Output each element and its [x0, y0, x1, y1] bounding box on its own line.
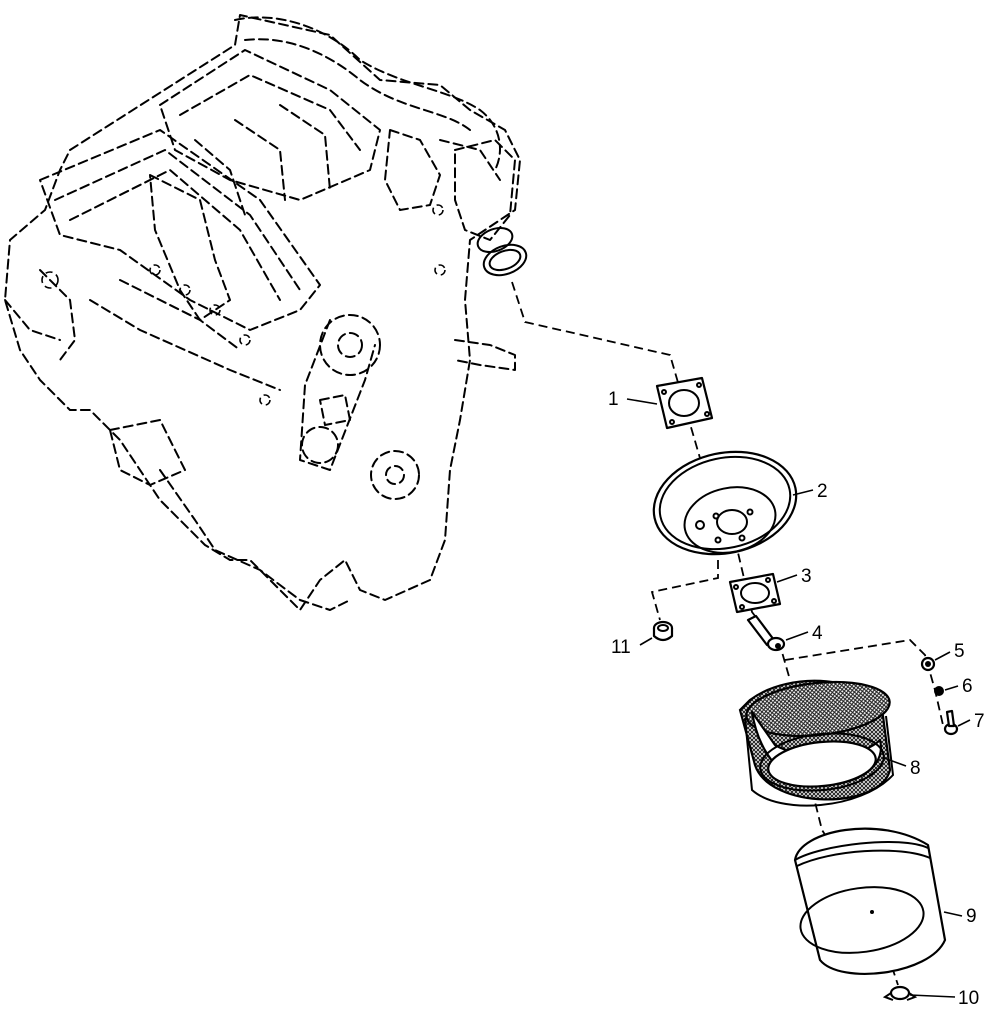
part-filter-element — [738, 679, 895, 807]
part-washer — [934, 686, 944, 696]
callout-1: 1 — [608, 389, 619, 410]
part-filter-cover — [793, 827, 947, 975]
part-nut — [920, 656, 936, 672]
part-drain-valve — [652, 620, 674, 642]
callout-2: 2 — [817, 481, 828, 502]
part-wing-nut — [882, 985, 918, 1001]
part-gasket-upper — [655, 376, 714, 430]
callout-7: 7 — [974, 711, 985, 732]
callout-8: 8 — [910, 758, 921, 779]
callout-10: 10 — [958, 988, 979, 1009]
callout-leaders — [626, 398, 971, 998]
callout-4: 4 — [812, 623, 823, 644]
callout-3: 3 — [801, 566, 812, 587]
callout-9: 9 — [966, 906, 977, 927]
part-screw — [943, 709, 959, 736]
engine-assembly — [4, 14, 521, 611]
callout-6: 6 — [962, 676, 973, 697]
part-air-cleaner-base — [652, 450, 798, 556]
part-stud — [746, 614, 786, 652]
callout-11: 11 — [611, 637, 631, 658]
assembly-centerline-bracket — [784, 639, 944, 726]
callout-5: 5 — [954, 641, 965, 662]
assembly-centerline-drain — [650, 560, 719, 621]
throttle-body — [454, 139, 528, 277]
part-gasket-lower — [728, 572, 782, 614]
assembly-centerline-main — [511, 281, 719, 521]
